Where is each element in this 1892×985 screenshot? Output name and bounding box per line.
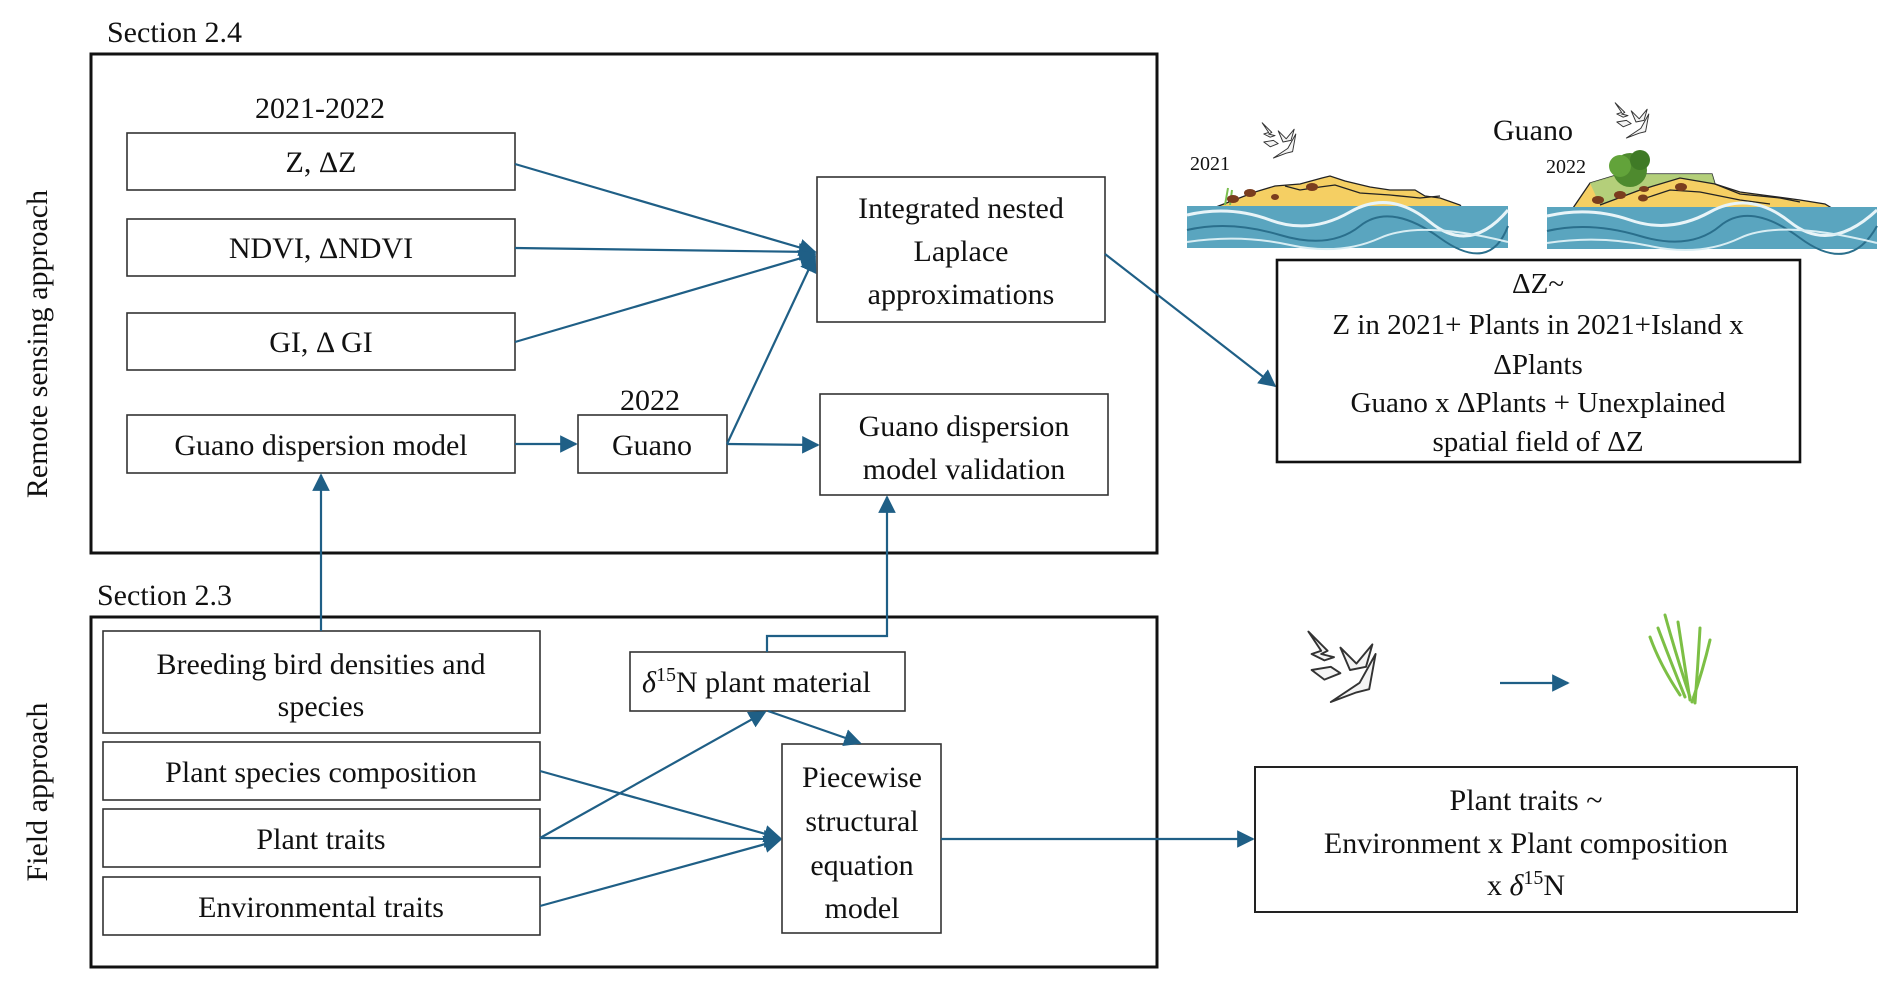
- environmental-traits-label: Environmental traits: [198, 891, 444, 924]
- island-2022-icon: [1546, 150, 1879, 255]
- remote-model-line-3: ΔPlants: [1493, 349, 1583, 381]
- field-model-delta: δ: [1509, 869, 1524, 902]
- d15n-delta: δ: [642, 666, 657, 699]
- inla-line-1: Integrated nested: [858, 192, 1064, 225]
- sem-line-4: model: [825, 892, 900, 925]
- field-model-equation-box[interactable]: Plant traits ~ Environment x Plant compo…: [1254, 766, 1798, 913]
- breeding-line-1: Breeding bird densities and: [156, 648, 485, 681]
- island-2021-icon: [1186, 175, 1510, 255]
- edge-inla-to-remote-model: [1104, 253, 1277, 388]
- node-ndvi[interactable]: NDVI, ΔNDVI: [126, 218, 516, 277]
- year-2022-label: 2022: [1546, 156, 1586, 178]
- remote-sensing-panel: [89, 52, 1159, 555]
- edge-ndvi-to-inla: [514, 242, 817, 261]
- node-ndvi-label: NDVI, ΔNDVI: [229, 232, 413, 265]
- section-2-3-heading: Section 2.3: [97, 579, 232, 612]
- node-guano-dispersion-model[interactable]: Guano dispersion model: [126, 414, 516, 474]
- sem-line-2: structural: [805, 805, 918, 838]
- edge-d15n-to-sem: [767, 709, 862, 747]
- edge-d15n-to-validation: [765, 495, 896, 652]
- period-label: 2021-2022: [255, 92, 385, 125]
- node-z-label: Z, ΔZ: [286, 146, 357, 179]
- breeding-line-2: species: [278, 690, 365, 723]
- d15n-label: δ15N plant material: [642, 664, 871, 699]
- field-side-label: Field approach: [21, 702, 54, 881]
- node-z-delta-z[interactable]: Z, ΔZ: [126, 132, 516, 191]
- node-inla[interactable]: Integrated nested Laplace approximations: [816, 176, 1106, 323]
- field-panel: [89, 615, 1159, 969]
- edge-plant-species-to-sem: [539, 769, 782, 843]
- node-guano-dispersion-label: Guano dispersion model: [174, 429, 467, 462]
- edge-z-to-inla: [514, 162, 817, 256]
- remote-sensing-side-label: Remote sensing approach: [21, 190, 54, 498]
- seabirds-icon: [1307, 630, 1377, 703]
- year-2021-label: 2021: [1190, 153, 1230, 175]
- seabirds-icon-2022: [1614, 102, 1650, 139]
- node-guano-validation[interactable]: Guano dispersion model validation: [819, 393, 1109, 496]
- field-model-line-1: Plant traits ~: [1450, 784, 1603, 817]
- remote-model-line-2: Z in 2021+ Plants in 2021+Island x: [1332, 309, 1744, 341]
- node-environmental-traits[interactable]: Environmental traits: [102, 876, 541, 936]
- section-2-4-heading: Section 2.4: [107, 16, 242, 49]
- node-piecewise-sem[interactable]: Piecewise structural equation model: [781, 743, 942, 934]
- guano-year-label: 2022: [620, 384, 680, 417]
- node-plant-species-composition[interactable]: Plant species composition: [102, 741, 541, 801]
- remote-model-equation-box[interactable]: ΔZ~ Z in 2021+ Plants in 2021+Island x Δ…: [1275, 258, 1802, 464]
- plant-species-label: Plant species composition: [165, 756, 477, 789]
- node-guano[interactable]: Guano: [577, 414, 728, 474]
- edge-guano-to-inla: [726, 254, 817, 445]
- edge-guano-to-validation: [726, 436, 820, 454]
- field-model-line-2: Environment x Plant composition: [1324, 827, 1728, 860]
- node-d15n-plant-material[interactable]: δ15N plant material: [629, 651, 906, 712]
- field-model-n: N: [1543, 869, 1565, 902]
- seabirds-icon-2021: [1261, 122, 1297, 159]
- remote-model-line-5: spatial field of ΔZ: [1432, 426, 1643, 458]
- validation-line-2: model validation: [863, 453, 1065, 486]
- node-breeding-birds[interactable]: Breeding bird densities and species: [102, 630, 541, 734]
- edge-plant-traits-to-sem: [539, 830, 782, 848]
- edge-plant-traits-to-d15n: [539, 711, 767, 839]
- node-gi[interactable]: GI, Δ GI: [126, 312, 516, 371]
- d15n-superscript: 15: [656, 664, 676, 686]
- field-model-sup: 15: [1523, 867, 1543, 889]
- edge-gi-to-inla: [514, 250, 817, 344]
- guano-title: Guano: [1493, 114, 1573, 147]
- sem-line-3: equation: [810, 849, 913, 882]
- d15n-rest: N plant material: [676, 666, 871, 699]
- node-gi-label: GI, Δ GI: [269, 326, 372, 359]
- node-plant-traits[interactable]: Plant traits: [102, 808, 541, 868]
- inla-line-3: approximations: [868, 278, 1055, 311]
- grass-icon: [1648, 613, 1712, 705]
- field-model-line-3: x δ15N: [1487, 867, 1565, 902]
- validation-line-1: Guano dispersion: [859, 410, 1070, 443]
- field-model-x: x: [1487, 869, 1510, 902]
- edge-environment-to-sem: [539, 835, 782, 908]
- sem-line-1: Piecewise: [802, 761, 922, 794]
- remote-model-line-4: Guano x ΔPlants + Unexplained: [1351, 387, 1726, 419]
- plant-traits-label: Plant traits: [256, 823, 385, 856]
- remote-model-line-1: ΔZ~: [1512, 268, 1564, 300]
- inla-line-2: Laplace: [914, 235, 1009, 268]
- node-guano-label: Guano: [612, 429, 692, 462]
